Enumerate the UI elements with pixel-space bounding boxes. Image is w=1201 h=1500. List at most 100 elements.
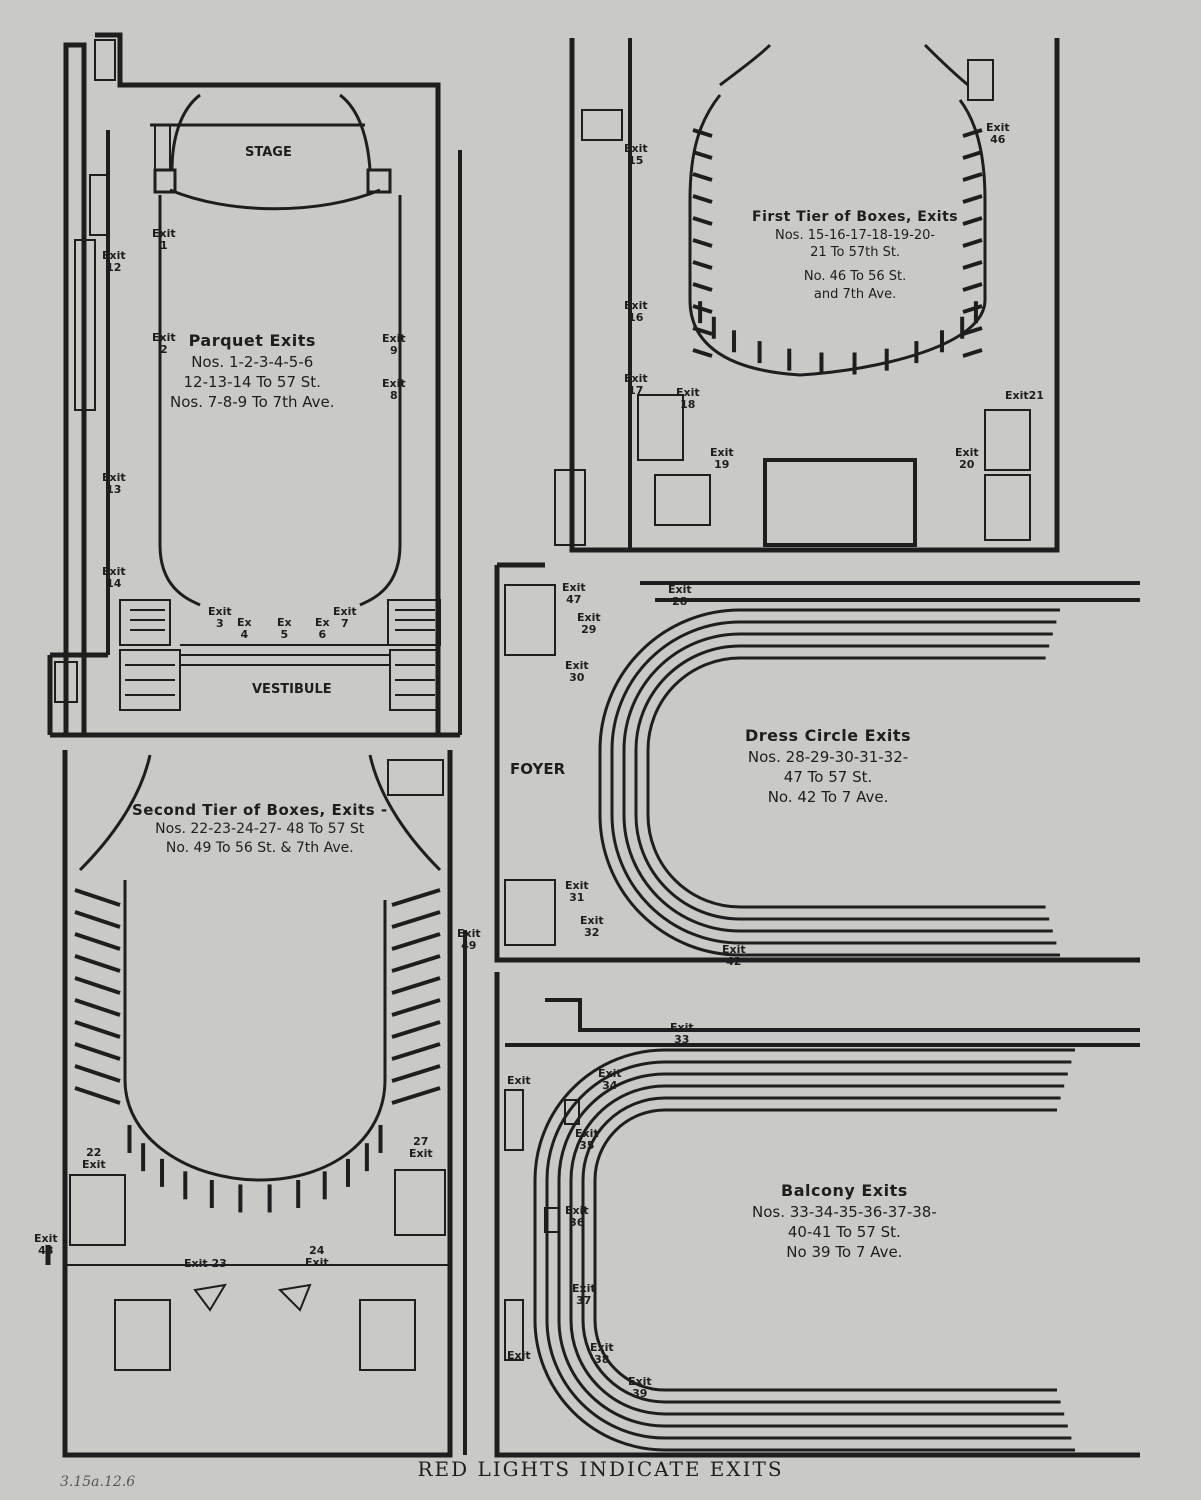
dress-circle-exits-text: Dress Circle Exits Nos. 28-29-30-31-32- …	[745, 725, 911, 807]
second-tier-box-divider	[391, 932, 441, 951]
dress-circle-title: Dress Circle Exits	[745, 726, 912, 745]
exit-41-label: Exit	[507, 1349, 531, 1362]
parquet-line-1: Nos. 1-2-3-4-5-6	[191, 352, 314, 371]
first-tier-line-1: Nos. 15-16-17-18-19-20-	[775, 227, 936, 243]
first-tier-box-divider	[692, 238, 713, 248]
parquet-line-3: Nos. 7-8-9 To 7th Ave.	[170, 393, 335, 412]
second-tier-box-divider	[391, 1064, 441, 1083]
parquet-line-2: 12-13-14 To 57 St.	[183, 372, 321, 391]
exit-21-label: Exit21	[1005, 389, 1044, 402]
second-tier-box-divider	[74, 998, 121, 1017]
first-tier-line-2: 21 To 57th St.	[810, 245, 901, 261]
stage-label: STAGE	[245, 145, 292, 160]
first-tier-box-divider	[962, 326, 983, 336]
first-tier-exits-text: First Tier of Boxes, Exits Nos. 15-16-17…	[752, 208, 958, 303]
balcony-tier-ring	[545, 1060, 1072, 1440]
dress-circle-tier-ring	[646, 656, 1046, 909]
balcony-tier-ring	[569, 1084, 1065, 1416]
second-tier-box-divider	[74, 976, 121, 995]
dress-circle-line-1: Nos. 28-29-30-31-32-	[747, 747, 909, 766]
dress-circle-tier-ring	[634, 644, 1050, 921]
dress-circle-tier-ring	[598, 608, 1060, 957]
second-tier-title: Second Tier of Boxes, Exits -	[132, 801, 388, 819]
first-tier-plan	[554, 38, 1060, 553]
second-tier-box-divider	[391, 1020, 441, 1039]
vestibule-label: VESTIBULE	[252, 682, 332, 697]
first-tier-box-divider	[692, 172, 713, 182]
balcony-line-3: No 39 To 7 Ave.	[786, 1243, 903, 1262]
second-tier-box-divider	[74, 910, 121, 929]
second-tier-box-divider	[74, 954, 121, 973]
second-tier-box-divider	[391, 954, 441, 973]
second-tier-line-1: Nos. 22-23-24-27- 48 To 57 St	[155, 821, 365, 838]
second-tier-box-divider	[74, 1042, 121, 1061]
first-tier-box-divider	[692, 326, 713, 336]
page-caption: RED LIGHTS INDICATE EXITS	[417, 1457, 784, 1481]
balcony-exits-text: Balcony Exits Nos. 33-34-35-36-37-38- 40…	[752, 1180, 937, 1262]
first-tier-box-divider	[962, 238, 983, 248]
exit-40-label: Exit	[507, 1074, 531, 1087]
second-tier-box-divider	[74, 932, 121, 951]
dress-circle-line-2: 47 To 57 St.	[783, 767, 873, 786]
first-tier-box-divider	[692, 260, 713, 270]
handwritten-note: 3.15a.12.6	[60, 1474, 136, 1490]
first-tier-box-divider	[962, 128, 983, 138]
dress-circle-tier-ring	[622, 632, 1053, 933]
second-tier-box-divider	[391, 910, 441, 929]
first-tier-box-divider	[692, 216, 713, 226]
first-tier-box-divider	[962, 216, 983, 226]
second-tier-box-divider	[74, 1064, 121, 1083]
first-tier-box-divider	[962, 150, 983, 160]
second-tier-box-divider	[391, 998, 441, 1017]
balcony-line-1: Nos. 33-34-35-36-37-38-	[752, 1202, 937, 1221]
first-tier-box-divider	[962, 304, 983, 314]
second-tier-box-divider	[391, 888, 441, 907]
second-tier-exits-text: Second Tier of Boxes, Exits - Nos. 22-23…	[132, 800, 388, 858]
foyer-label: FOYER	[510, 760, 566, 778]
first-tier-line-3: No. 46 To 56 St.	[803, 268, 907, 284]
balcony-plan	[494, 972, 1140, 1458]
first-tier-box-divider	[962, 282, 983, 292]
first-tier-box-divider	[962, 172, 983, 182]
first-tier-box-divider	[962, 194, 983, 204]
exit-23-label: Exit 23	[184, 1257, 227, 1270]
second-tier-box-divider	[391, 976, 441, 995]
first-tier-line-4: and 7th Ave.	[813, 286, 897, 302]
first-tier-box-divider	[692, 304, 713, 314]
first-tier-box-divider	[692, 348, 713, 358]
dress-circle-line-3: No. 42 To 7 Ave.	[767, 788, 889, 807]
parquet-plan	[47, 32, 462, 738]
first-tier-box-divider	[692, 128, 713, 138]
second-tier-box-divider	[74, 1086, 121, 1105]
second-tier-box-divider	[391, 1042, 441, 1061]
first-tier-title: First Tier of Boxes, Exits	[752, 209, 959, 225]
first-tier-box-divider	[692, 150, 713, 160]
first-tier-box-divider	[962, 260, 983, 270]
